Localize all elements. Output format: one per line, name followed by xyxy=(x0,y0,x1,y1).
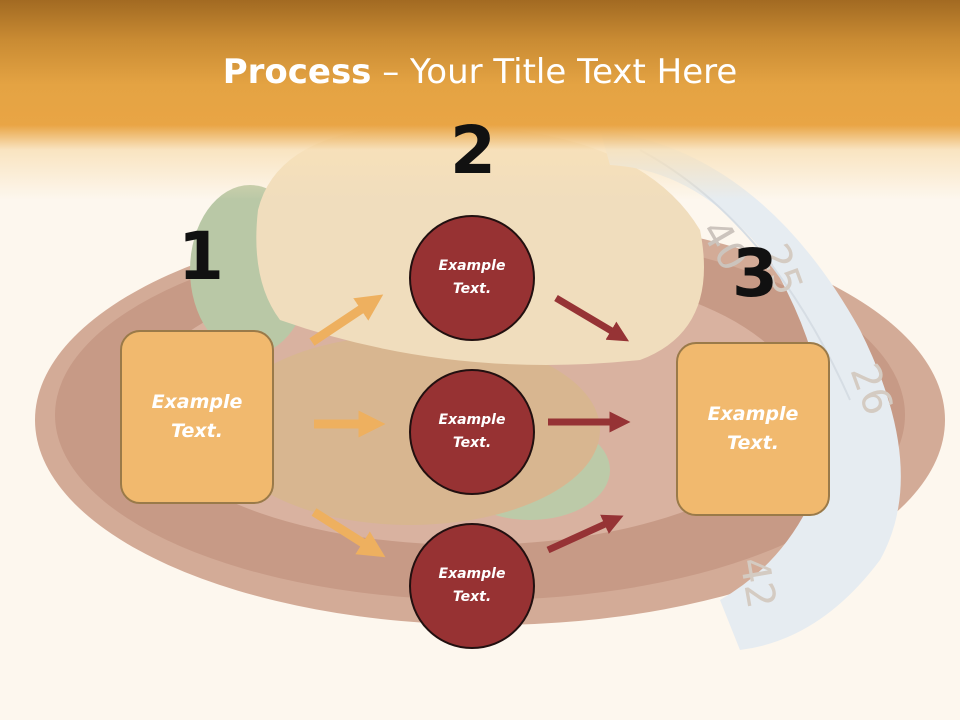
step-number-1: 1 xyxy=(178,218,224,295)
title-rest: – Your Title Text Here xyxy=(371,52,738,92)
middle-circle-text: Example Text. xyxy=(438,412,506,451)
arrow-from-top-circle xyxy=(554,294,630,342)
right-text-box[interactable]: Example Text. xyxy=(676,342,830,516)
right-box-text: Example Text. xyxy=(707,403,799,454)
step-number-3: 3 xyxy=(732,235,778,312)
middle-circle[interactable]: Example Text. xyxy=(409,369,535,495)
arrow-to-bottom-circle xyxy=(311,508,386,558)
top-circle[interactable]: Example Text. xyxy=(409,215,535,341)
top-circle-text: Example Text. xyxy=(438,258,506,297)
step-number-2: 2 xyxy=(450,112,496,189)
arrow-to-top-circle xyxy=(309,294,384,346)
svg-text:42: 42 xyxy=(730,554,784,612)
left-text-box[interactable]: Example Text. xyxy=(120,330,274,504)
bottom-circle-text: Example Text. xyxy=(438,566,506,605)
title-bold: Process xyxy=(222,52,372,92)
arrow-from-bottom-circle xyxy=(546,514,624,554)
title-bar xyxy=(0,0,960,200)
bottom-circle[interactable]: Example Text. xyxy=(409,523,535,649)
slide-title: Process – Your Title Text Here xyxy=(0,52,960,92)
left-box-text: Example Text. xyxy=(151,391,243,442)
